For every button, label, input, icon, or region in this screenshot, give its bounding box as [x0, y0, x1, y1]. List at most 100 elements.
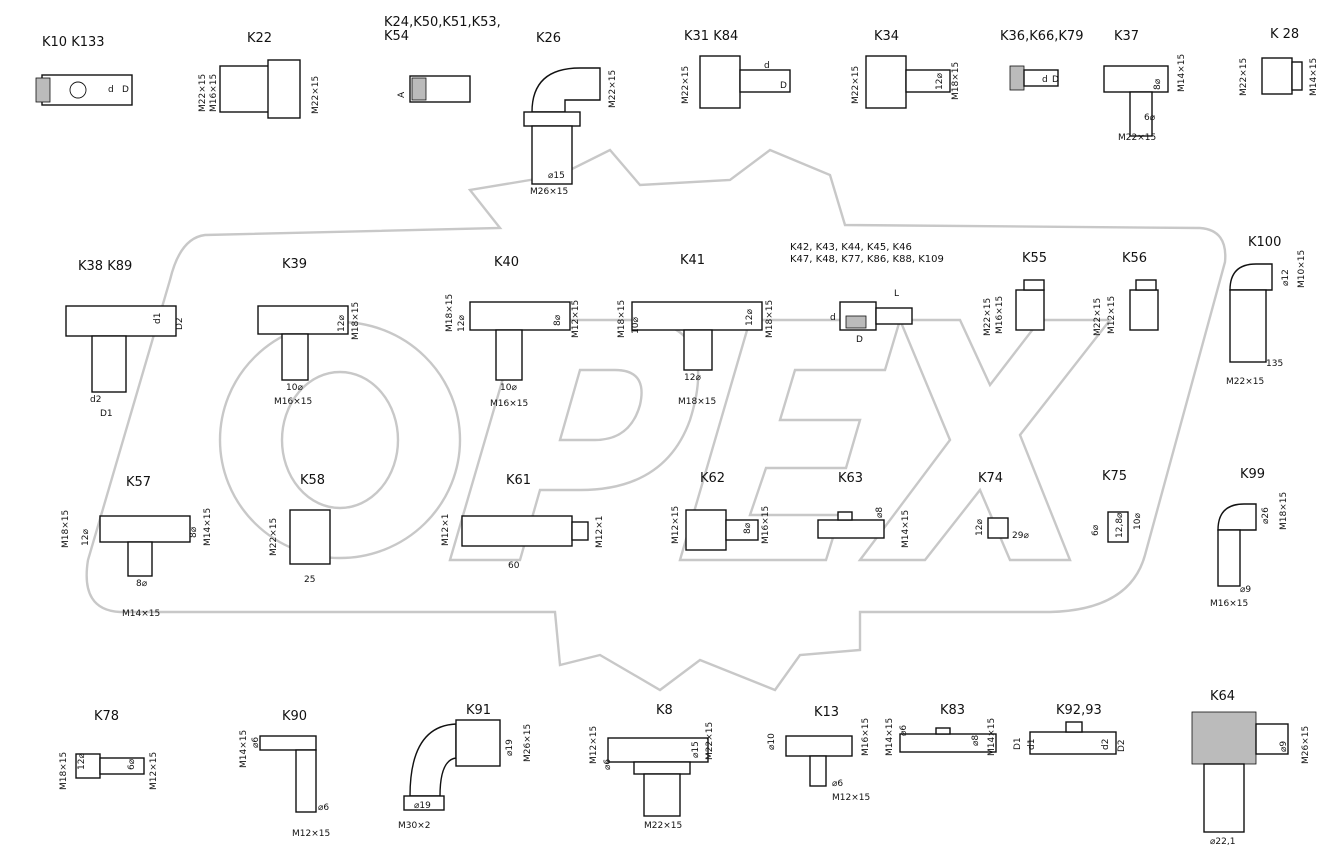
part-k91-label: K91 — [466, 703, 491, 718]
part-k26[interactable]: K26 M22×15 ⌀15 M26×15 — [523, 31, 618, 197]
part-k42[interactable]: K42, K43, K44, K45, K46 K47, K48, K77, K… — [790, 242, 944, 345]
part-k63-body — [817, 519, 885, 539]
part-k41[interactable]: K41 M18×15 10⌀ 12⌀ M18×15 12⌀ M18×15 — [617, 253, 775, 407]
part-k57-dim-0: M18×15 — [61, 510, 71, 548]
part-k74-dim-0: 12⌀ — [975, 519, 985, 536]
part-k13-leg — [809, 755, 827, 787]
part-k40-dim-2: 8⌀ — [553, 314, 563, 326]
part-k100-elbow — [1229, 263, 1273, 291]
part-k42-stem — [875, 307, 913, 325]
part-k99-body — [1217, 529, 1241, 587]
part-k78-label: K78 — [94, 709, 119, 724]
part-k75-body — [1107, 511, 1129, 543]
part-k90-arm — [259, 735, 317, 751]
part-k78-dim-3: M12×15 — [149, 752, 159, 790]
part-k63-dim-1: M14×15 — [901, 510, 911, 548]
part-k28[interactable]: K 28 M22×15 M14×15 — [1239, 27, 1319, 96]
part-k41-leg — [683, 329, 713, 371]
part-k91[interactable]: K91 ⌀19 M26×15 ⌀19 M30×2 — [398, 703, 533, 831]
part-k37-dim-2: 6⌀ — [1144, 113, 1156, 123]
part-k83[interactable]: K83 M14×15 ⌀6 ⌀8 M14×15 — [885, 703, 997, 756]
part-k42-label2: K47, K48, K77, K86, K88, K109 — [790, 254, 944, 265]
part-k62[interactable]: K62 M12×15 8⌀ M16×15 — [671, 471, 771, 551]
part-k56[interactable]: K56 M22×15 M12×15 — [1093, 251, 1159, 336]
part-k91-dim-3: M30×2 — [398, 821, 430, 831]
part-k57-dim-1: 12⌀ — [81, 529, 91, 546]
part-k34[interactable]: K34 M22×15 12⌀ M18×15 — [851, 29, 961, 109]
part-k61-dim-1: M12×1 — [595, 516, 605, 548]
part-k55[interactable]: K55 M22×15 M16×15 — [983, 251, 1047, 336]
part-k58-label: K58 — [300, 473, 325, 488]
part-k37[interactable]: K37 8⌀ M14×15 6⌀ M22×15 — [1103, 29, 1187, 143]
part-k75-dim-2: 10⌀ — [1133, 513, 1143, 530]
part-k99-elbow — [1217, 503, 1257, 531]
part-k13[interactable]: K13 ⌀10 M16×15 ⌀6 M12×15 — [767, 705, 871, 803]
part-k99-label: K99 — [1240, 467, 1265, 482]
part-k38-leg — [91, 335, 127, 393]
part-k61-label: K61 — [506, 473, 531, 488]
part-k64-block — [1191, 711, 1257, 765]
part-k100[interactable]: K100 ⌀12 M10×15 135 M22×15 — [1226, 235, 1307, 387]
part-k99[interactable]: K99 ⌀26 M18×15 ⌀9 M16×15 — [1210, 467, 1289, 609]
part-k91-elbow — [409, 723, 457, 797]
part-k83-dim-3: M14×15 — [987, 718, 997, 756]
part-k83-nipple — [935, 727, 951, 735]
part-k38-dim-2: d2 — [90, 395, 101, 405]
part-k57[interactable]: K57 M18×15 12⌀ 8⌀ M14×15 8⌀ M14×15 — [61, 475, 213, 619]
part-k90-label: K90 — [282, 709, 307, 724]
part-k38-label: K38 K89 — [78, 259, 132, 274]
part-k37-dim-3: M22×15 — [1118, 133, 1156, 143]
part-k78-body — [75, 753, 101, 779]
part-k8[interactable]: K8 M12×15 ⌀6 ⌀15 M22×15 M22×15 — [589, 703, 715, 831]
part-k31[interactable]: K31 K84 M22×15 d D — [681, 29, 791, 109]
part-k91-dim-1: M26×15 — [523, 724, 533, 762]
part-k10[interactable]: K10 K133 d D — [35, 35, 133, 106]
part-k75[interactable]: K75 6⌀ 12,8⌀ 10⌀ — [1091, 469, 1143, 543]
part-k36[interactable]: K36,K66,K79 d D — [1000, 29, 1083, 91]
part-k56-body — [1129, 289, 1159, 331]
part-k13-label: K13 — [814, 705, 839, 720]
part-k10-label: K10 K133 — [42, 35, 105, 50]
part-k100-body — [1229, 289, 1267, 363]
part-k41-dim-2: 12⌀ — [745, 309, 755, 326]
part-k36-stem — [1023, 69, 1059, 87]
part-k64[interactable]: K64 ⌀9 M26×15 ⌀22,1 — [1191, 689, 1311, 847]
part-k62-stem — [725, 519, 759, 541]
part-k62-dim-2: M16×15 — [761, 506, 771, 544]
part-k37-dim-0: 8⌀ — [1153, 78, 1163, 90]
part-k36-dim-0: d — [1042, 75, 1048, 85]
part-k36-body — [1009, 65, 1025, 91]
part-k39[interactable]: K39 12⌀ M18×15 10⌀ M16×15 — [257, 257, 361, 407]
watermark-letter-o-inner — [280, 370, 400, 510]
part-k8-body — [607, 737, 709, 763]
part-k62-label: K62 — [700, 471, 725, 486]
part-k22[interactable]: K22 M22×15 M16×15 M22×15 — [198, 31, 321, 119]
part-k31-dim-0: M22×15 — [681, 66, 691, 104]
part-k90[interactable]: K90 M14×15 ⌀6 ⌀6 M12×15 — [239, 709, 330, 839]
part-k40-leg — [495, 329, 523, 381]
part-k31-label: K31 K84 — [684, 29, 738, 44]
part-k24[interactable]: K24,K50,K51,K53, K54 A — [384, 15, 501, 103]
part-k92-dim-2: d2 — [1101, 739, 1111, 750]
part-k92[interactable]: K92,93 D1 d1 d2 D2 — [1013, 703, 1127, 755]
part-k40-label: K40 — [494, 255, 519, 270]
part-k90-leg — [295, 749, 317, 813]
part-k38[interactable]: K38 K89 d1 D2 d2 D1 — [65, 259, 185, 419]
part-k26-dim-1: ⌀15 — [548, 171, 565, 181]
part-k26-elbow — [531, 67, 601, 113]
part-k64-tail — [1203, 763, 1245, 833]
part-k31-dim-2: D — [780, 81, 787, 91]
part-k28-dim-0: M22×15 — [1239, 58, 1249, 96]
part-k8-label: K8 — [656, 703, 673, 718]
part-k39-leg — [281, 333, 309, 381]
part-k63[interactable]: K63 ⌀8 M14×15 — [817, 471, 911, 548]
part-k22-dim-1: M16×15 — [209, 74, 219, 112]
part-k61[interactable]: K61 M12×1 M12×1 60 — [441, 473, 605, 571]
part-k62-dim-1: 8⌀ — [743, 522, 753, 534]
part-k78[interactable]: K78 M18×15 12⌀ 6⌀ M12×15 — [59, 709, 159, 790]
part-k58[interactable]: K58 M22×15 25 — [269, 473, 331, 585]
part-k40[interactable]: K40 M18×15 12⌀ 8⌀ M12×15 10⌀ M16×15 — [445, 255, 581, 409]
part-k57-dim-5: M14×15 — [122, 609, 160, 619]
part-k13-dim-2: ⌀6 — [832, 779, 843, 789]
part-k74[interactable]: K74 12⌀ 29⌀ — [975, 471, 1029, 541]
